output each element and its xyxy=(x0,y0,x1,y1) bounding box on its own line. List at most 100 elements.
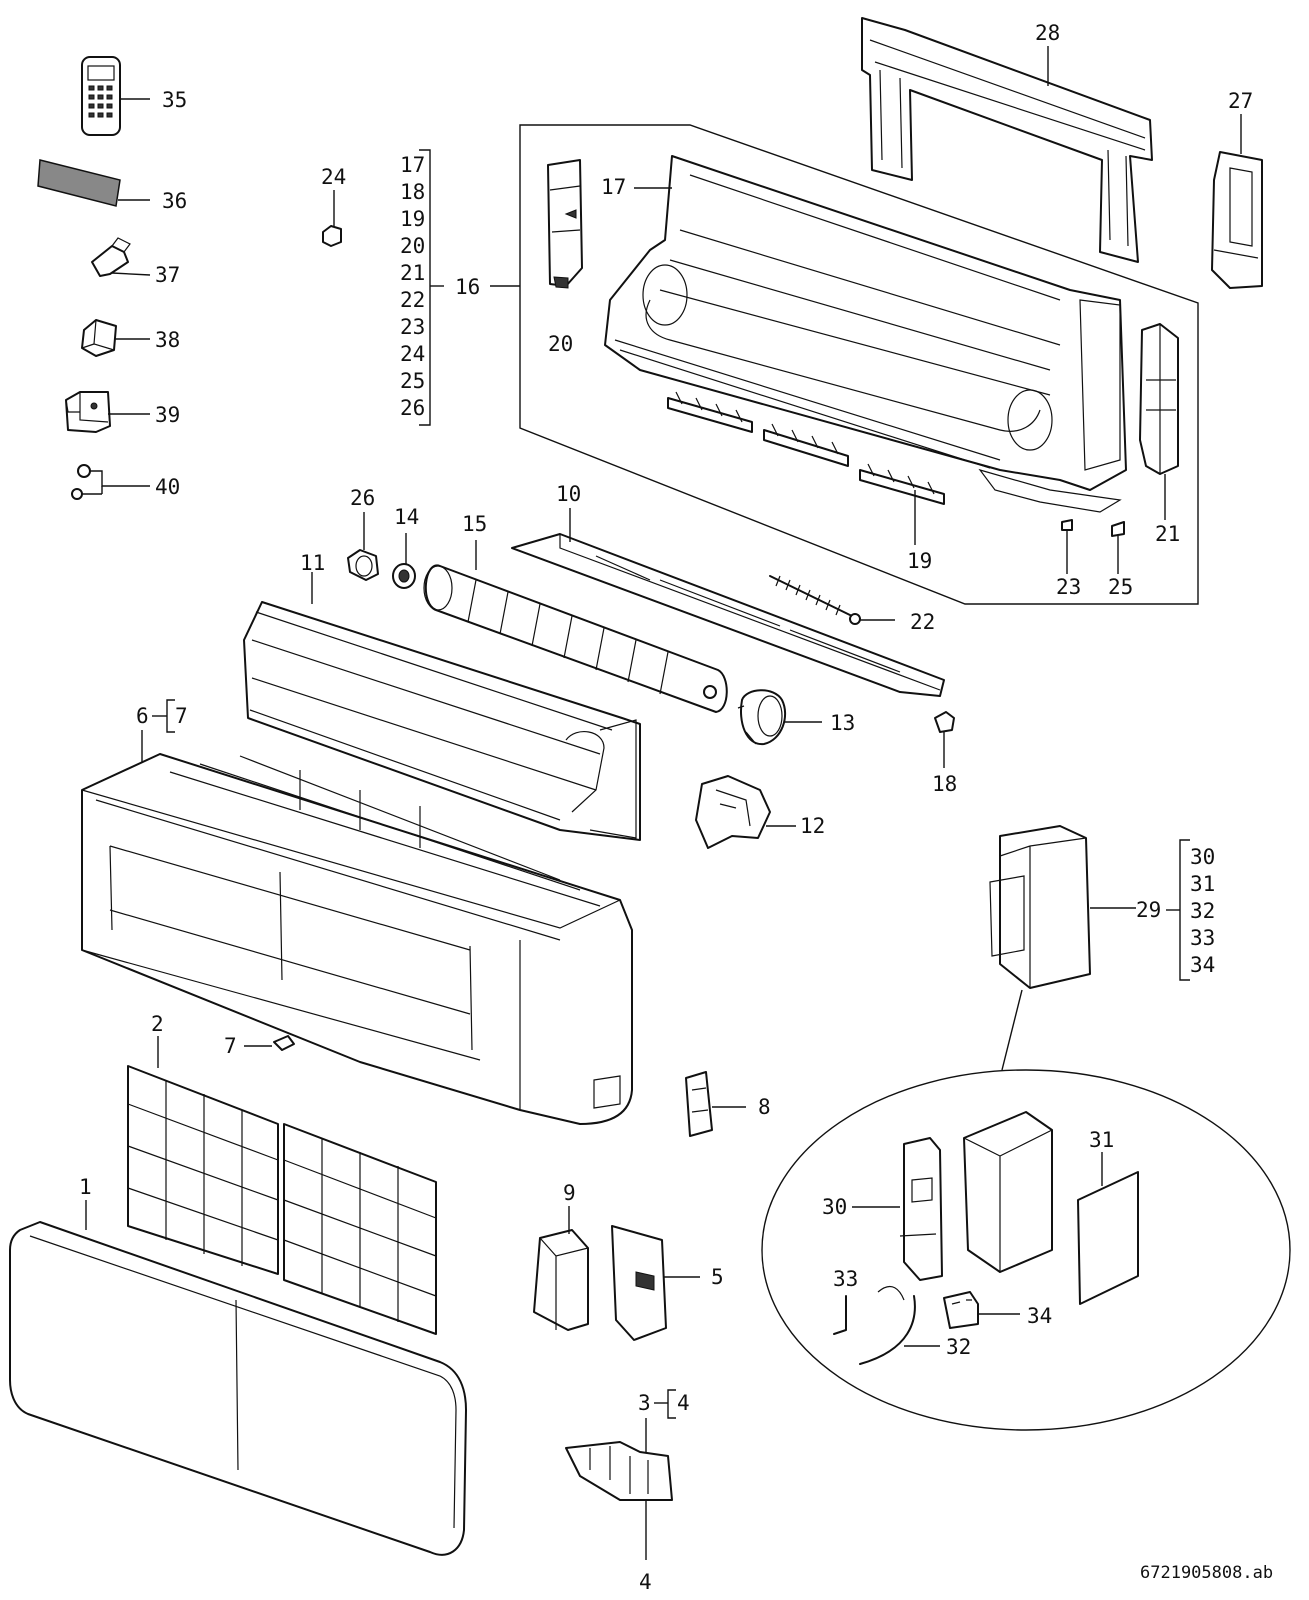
callout-37: 37 xyxy=(155,263,180,287)
callout-26: 26 xyxy=(350,486,375,510)
callout-30: 30 xyxy=(822,1195,847,1219)
motor-part-13 xyxy=(737,689,822,746)
screw-part-23 xyxy=(1061,519,1073,574)
pcb-part-30 xyxy=(852,1137,943,1281)
callout-16: 16 xyxy=(455,275,480,299)
callout-38: 38 xyxy=(155,328,180,352)
callout-17: 17 xyxy=(601,175,626,199)
sensor-wire-part-32 xyxy=(859,1295,940,1365)
drip-tray-part-10 xyxy=(511,508,945,697)
mounting-plate-part-28 xyxy=(861,17,1153,263)
group16-item-24: 24 xyxy=(400,342,425,366)
plate-part-31 xyxy=(1077,1152,1139,1305)
heat-exchanger-part-11 xyxy=(243,572,641,841)
callout-18: 18 xyxy=(932,772,957,796)
callout-24: 24 xyxy=(321,165,346,189)
callout-28: 28 xyxy=(1035,21,1060,45)
callout-20: 20 xyxy=(548,332,573,356)
base-chassis-part-6 xyxy=(81,753,633,1125)
remote-control xyxy=(81,56,150,136)
bushing-part-14 xyxy=(392,533,416,589)
louvre-set-part-19 xyxy=(667,391,945,545)
motor-cover-part-12 xyxy=(695,775,796,849)
group-16-outline xyxy=(519,124,1199,605)
side-cover-part-20 xyxy=(547,159,583,289)
group16-item-25: 25 xyxy=(400,369,425,393)
group-bracket-29 xyxy=(1001,839,1190,1071)
callout-21: 21 xyxy=(1155,522,1180,546)
group16-item-21: 21 xyxy=(400,261,425,285)
callout-2: 2 xyxy=(151,1012,164,1036)
bracket-part-27 xyxy=(1211,114,1263,289)
callout-22: 22 xyxy=(910,610,935,634)
callout-12: 12 xyxy=(800,814,825,838)
group29-item-34: 34 xyxy=(1190,953,1215,977)
group29-item-32: 32 xyxy=(1190,899,1215,923)
connector-part-34 xyxy=(943,1291,1020,1329)
clip-part-7 xyxy=(244,1035,295,1051)
front-panel-part-1 xyxy=(9,1200,467,1556)
motor-bearing-part-26 xyxy=(347,512,379,581)
callout-34: 34 xyxy=(1027,1304,1052,1328)
clip-part xyxy=(91,237,151,277)
bracket-part xyxy=(65,391,150,433)
callout-36: 36 xyxy=(162,189,187,213)
document-id: 6721905808.ab xyxy=(1140,1563,1273,1583)
callout-9: 9 xyxy=(563,1181,576,1205)
group16-item-19: 19 xyxy=(400,207,425,231)
component-part-9 xyxy=(533,1206,589,1331)
chassis-part-17 xyxy=(604,155,1127,513)
screw-pair xyxy=(71,464,150,500)
group-bracket-16 xyxy=(419,149,520,426)
group16-item-17: 17 xyxy=(400,153,425,177)
detail-circle xyxy=(761,1069,1291,1431)
side-bracket-part-21 xyxy=(1139,323,1179,520)
air-filter-part-2 xyxy=(127,1036,437,1335)
group16-item-18: 18 xyxy=(400,180,425,204)
callout-11: 11 xyxy=(300,551,325,575)
sensor-wire-part-33 xyxy=(833,1286,905,1335)
group16-item-23: 23 xyxy=(400,315,425,339)
group29-item-30: 30 xyxy=(1190,845,1215,869)
bracket-3-4 xyxy=(645,1389,676,1456)
callout-labels: 35 36 37 38 39 40 24 17 18 19 20 21 22 2… xyxy=(79,21,1273,1594)
callout-5: 5 xyxy=(711,1265,724,1289)
sensor-block xyxy=(81,319,150,357)
callout-15: 15 xyxy=(462,512,487,536)
terminal-part-3 xyxy=(565,1441,673,1560)
callout-32: 32 xyxy=(946,1335,971,1359)
callout-27: 27 xyxy=(1228,89,1253,113)
callout-7-bracket: 7 xyxy=(175,704,188,728)
callout-25: 25 xyxy=(1108,575,1133,599)
control-box-part-29 xyxy=(989,825,1136,989)
callout-4-bracket: 4 xyxy=(677,1391,690,1415)
callout-29: 29 xyxy=(1136,898,1161,922)
cap-part-24 xyxy=(322,190,342,247)
callout-40: 40 xyxy=(155,475,180,499)
callout-13: 13 xyxy=(830,711,855,735)
holder-part-8 xyxy=(685,1071,746,1137)
callout-8: 8 xyxy=(758,1095,771,1119)
callout-7: 7 xyxy=(224,1034,237,1058)
callout-33: 33 xyxy=(833,1267,858,1291)
screw-part-25 xyxy=(1111,521,1125,574)
callout-3: 3 xyxy=(638,1391,651,1415)
callout-39: 39 xyxy=(155,403,180,427)
group16-item-20: 20 xyxy=(400,234,425,258)
group29-item-31: 31 xyxy=(1190,872,1215,896)
fan-rotor-part-15 xyxy=(423,540,728,713)
callout-6: 6 xyxy=(136,704,149,728)
filter-element xyxy=(37,159,150,207)
cover-plate-part-5 xyxy=(611,1225,700,1341)
group29-item-33: 33 xyxy=(1190,926,1215,950)
cap-part-18 xyxy=(934,711,955,768)
callout-14: 14 xyxy=(394,505,419,529)
group16-item-26: 26 xyxy=(400,396,425,420)
callout-1: 1 xyxy=(79,1175,92,1199)
callout-31: 31 xyxy=(1089,1128,1114,1152)
callout-23: 23 xyxy=(1056,575,1081,599)
callout-10: 10 xyxy=(556,482,581,506)
callout-35: 35 xyxy=(162,88,187,112)
callout-19: 19 xyxy=(907,549,932,573)
housing-part-detail xyxy=(963,1111,1053,1273)
